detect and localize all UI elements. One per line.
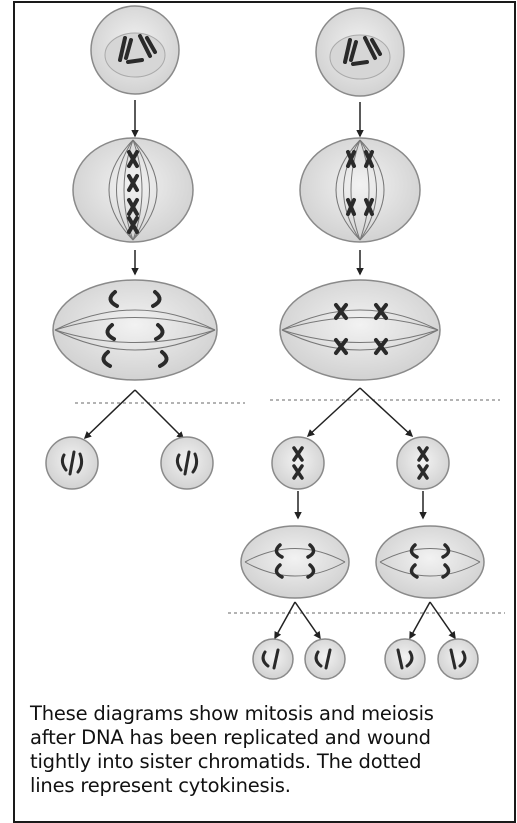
meiosis-arrow-6 (294, 601, 321, 640)
mitosis-arrow-left (83, 389, 136, 440)
meiosis-interphase-cell (315, 7, 405, 97)
meiosis-interphase-chromosomes (343, 36, 382, 66)
caption-line-3: tightly into sister chromatids. The dott… (30, 750, 422, 773)
meiosis-arrow-8 (429, 601, 456, 640)
caption-line-4: lines represent cytokinesis. (30, 774, 291, 797)
mitosis-anaphase-chromosomes (101, 290, 169, 368)
caption-line-1: These diagrams show mitosis and meiosis (30, 702, 434, 725)
mitosis-daughter-cell-1 (45, 436, 99, 490)
meiosis-ii-anaphase-right (375, 525, 485, 599)
meiosis-ii-cell-right (396, 436, 450, 490)
meiosis-arrow-left (306, 387, 361, 438)
meiosis-gamete-3 (384, 638, 426, 680)
meiosis-arrow-5 (274, 601, 296, 640)
caption-line-2: after DNA has been replicated and wound (30, 726, 431, 749)
meiosis-anaphase-cell (279, 279, 441, 381)
mitosis-column (45, 5, 245, 490)
mitosis-daughter-cell-2 (160, 436, 214, 490)
mitosis-metaphase-chromosomes (127, 150, 139, 234)
mitosis-metaphase-cell (72, 137, 194, 243)
meiosis-anaphase-chromosomes (334, 303, 388, 355)
meiosis-gamete-4 (437, 638, 479, 680)
figure-border (13, 1, 516, 823)
meiosis-arrow-7 (409, 601, 431, 640)
meiosis-gamete-1 (252, 638, 294, 680)
mitosis-interphase-chromosomes (118, 34, 157, 64)
figure-caption: These diagrams show mitosis and meiosis … (30, 702, 500, 798)
mitosis-anaphase-cell (52, 279, 218, 381)
meiosis-metaphase-cell (299, 137, 421, 243)
meiosis-ii-cell-left (271, 436, 325, 490)
mitosis-arrow-right (134, 389, 185, 440)
meiosis-arrow-right (359, 387, 414, 438)
meiosis-gamete-2 (304, 638, 346, 680)
mitosis-interphase-cell (90, 5, 180, 95)
meiosis-column (228, 7, 505, 680)
meiosis-metaphase-chromosomes (346, 150, 374, 216)
meiosis-ii-anaphase-left (240, 525, 350, 599)
